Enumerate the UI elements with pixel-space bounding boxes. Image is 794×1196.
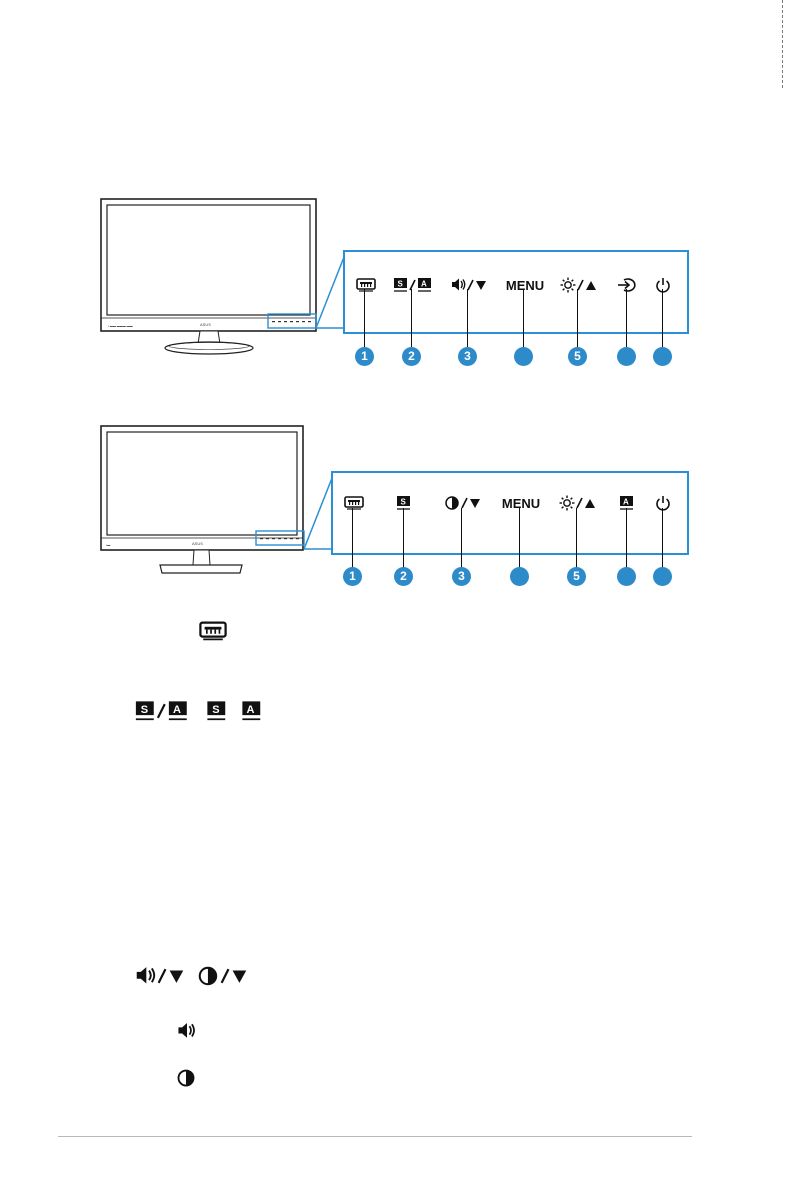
callout-number: 1	[343, 567, 362, 586]
stem	[364, 289, 365, 347]
monitor-illustration-a: ▪ ▬▬ ▬▬▬ ▬▬ ASUS	[100, 198, 317, 355]
svg-text:A: A	[173, 704, 181, 716]
page-edge-line	[782, 0, 783, 88]
svg-text:S: S	[401, 498, 407, 507]
callout-number	[617, 567, 636, 586]
svg-text:A: A	[421, 280, 427, 289]
splendid-icon: S	[374, 492, 434, 514]
menu-bar-icon	[324, 492, 384, 514]
footer-rule	[58, 1136, 692, 1137]
svg-text:▪▬: ▪▬	[106, 543, 110, 547]
stem	[626, 289, 627, 347]
stem	[461, 508, 462, 568]
stem	[577, 289, 578, 347]
svg-text:S: S	[212, 704, 219, 716]
menu-button-label: MENU	[505, 277, 545, 293]
splendid-icon: S	[206, 700, 228, 722]
callout-number: 3	[458, 347, 477, 366]
callout-number: 3	[452, 567, 471, 586]
contrast-down-icon	[197, 965, 249, 987]
svg-text:▪ ▬▬ ▬▬▬ ▬▬: ▪ ▬▬ ▬▬▬ ▬▬	[108, 324, 133, 328]
callout-number: 1	[355, 347, 374, 366]
svg-text:S: S	[398, 280, 404, 289]
stem	[403, 508, 404, 568]
callout-number	[617, 347, 636, 366]
volume-icon	[176, 1021, 198, 1041]
input-select-icon	[597, 274, 657, 296]
brightness-up-icon	[548, 492, 608, 514]
svg-text:S: S	[141, 704, 148, 716]
stem	[411, 289, 412, 347]
stem	[352, 508, 353, 568]
menu-bar-icon	[336, 274, 396, 296]
menu-button-label: MENU	[501, 495, 541, 511]
power-icon	[633, 274, 693, 296]
svg-text:A: A	[623, 498, 629, 507]
svg-text:ASUS: ASUS	[192, 541, 203, 546]
contrast-icon	[176, 1068, 196, 1088]
volume-down-icon	[134, 965, 186, 987]
stem	[626, 508, 627, 568]
contrast-down-icon	[433, 492, 493, 514]
stem	[576, 508, 577, 568]
callout-number: 2	[394, 567, 413, 586]
stem	[662, 289, 663, 347]
callout-number	[653, 347, 672, 366]
stem	[467, 289, 468, 347]
callout-number	[653, 567, 672, 586]
callout-connector-b	[303, 472, 335, 550]
stem	[662, 508, 663, 568]
button-callout-b: S MENU A	[331, 471, 689, 555]
stem	[523, 289, 524, 347]
callout-number: 5	[567, 567, 586, 586]
callout-number: 5	[568, 347, 587, 366]
power-icon	[633, 492, 693, 514]
callout-number: 2	[402, 347, 421, 366]
monitor-illustration-b: ▪▬ ASUS	[100, 425, 305, 574]
callout-connector-a	[315, 251, 347, 329]
callout-number	[510, 567, 529, 586]
svg-text:ASUS: ASUS	[200, 322, 211, 327]
callout-number	[514, 347, 533, 366]
menu-bar-icon	[199, 621, 227, 641]
volume-down-icon	[439, 274, 499, 296]
stem	[519, 508, 520, 568]
svg-text:A: A	[247, 704, 255, 716]
auto-adjust-icon: A	[241, 700, 263, 722]
brightness-up-icon	[549, 274, 609, 296]
